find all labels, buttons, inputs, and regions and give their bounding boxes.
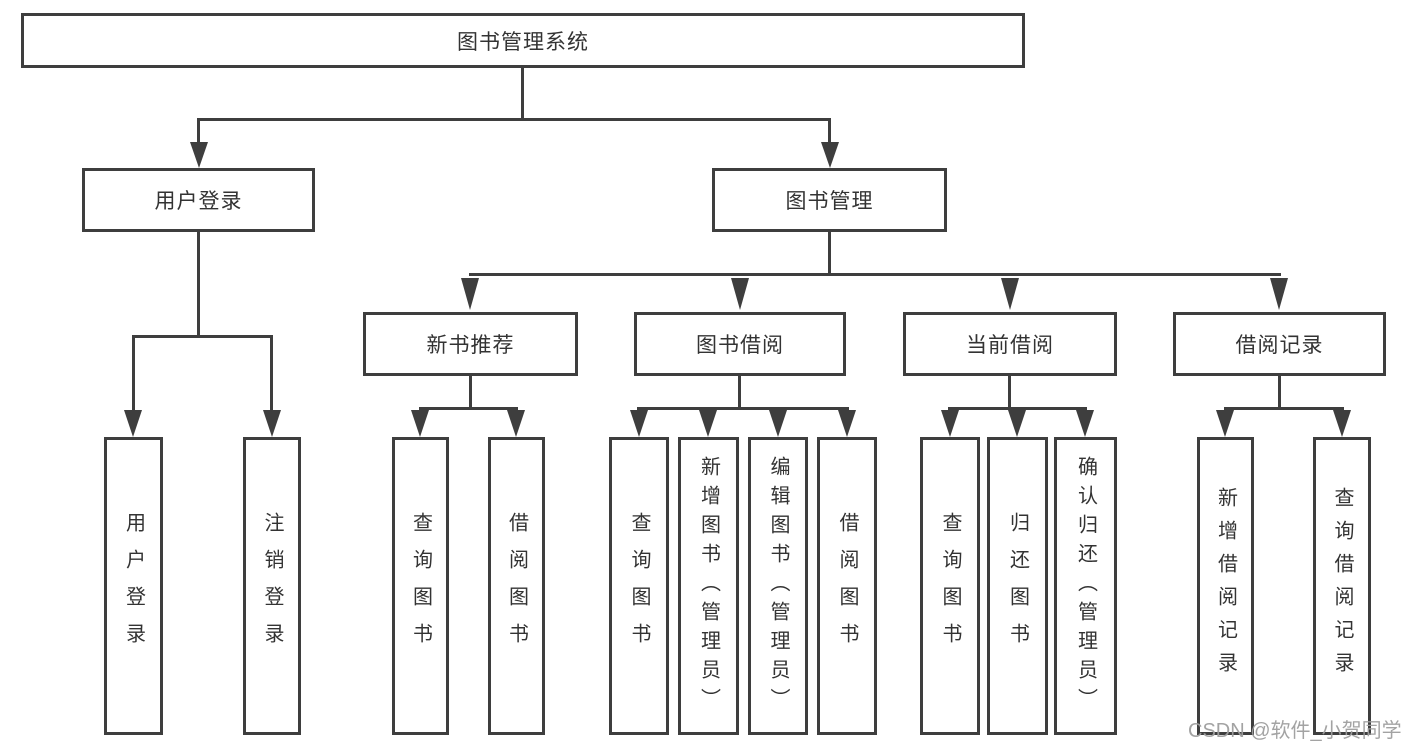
node-current-borrow: 当前借阅 (903, 312, 1117, 376)
node-new-book-recommend: 新书推荐 (363, 312, 578, 376)
node-borrow-books-1: 借阅图书 (488, 437, 545, 735)
connector-current-borrow-rail (948, 407, 1087, 410)
node-query-books-2: 查询图书 (609, 437, 669, 735)
leaf-label: 借阅图书 (505, 512, 528, 660)
arrowhead-return-books (1008, 410, 1026, 437)
leaf-label: 确认归还（管理员） (1074, 455, 1097, 717)
connector-drop-user-login-leaf (132, 335, 135, 410)
arrowhead-book-borrow (731, 278, 749, 310)
node-return-books: 归还图书 (987, 437, 1048, 735)
node-add-borrow-record: 新增借阅记录 (1197, 437, 1254, 735)
csdn-watermark: CSDN @软件_小贺同学 (1188, 720, 1402, 742)
leaf-label: 查询图书 (939, 512, 961, 660)
node-book-management-system: 图书管理系统 (21, 13, 1025, 68)
arrowhead-query-books-c (941, 410, 959, 437)
connector-book-borrow-rail (637, 407, 849, 410)
arrowhead-query-books-a (411, 410, 429, 437)
arrowhead-confirm-return (1076, 410, 1094, 437)
leaf-label: 编辑图书（管理员） (767, 455, 789, 717)
node-query-books-1: 查询图书 (392, 437, 449, 735)
arrowhead-add-books (699, 410, 717, 437)
node-book-management: 图书管理 (712, 168, 947, 232)
arrowhead-query-books-b (630, 410, 648, 437)
connector-current-borrow-stem (1008, 376, 1011, 407)
connector-root-stub (521, 68, 524, 118)
arrowhead-borrow-records (1270, 278, 1288, 310)
connector-level2-rail (197, 118, 831, 121)
arrowhead-borrow-books-a (507, 410, 525, 437)
arrowhead-edit-books (769, 410, 787, 437)
connector-level3-rail (469, 273, 1281, 276)
node-borrow-books-2: 借阅图书 (817, 437, 877, 735)
connector-new-book-stem (469, 376, 472, 407)
leaf-label: 查询借阅记录 (1331, 487, 1353, 685)
arrowhead-user-login-leaf (124, 410, 142, 437)
arrowhead-user-login (190, 142, 208, 168)
arrowhead-book-management (821, 142, 839, 168)
node-edit-books: 编辑图书（管理员） (748, 437, 808, 735)
arrowhead-query-borrow-record (1333, 410, 1351, 437)
node-query-borrow-record: 查询借阅记录 (1313, 437, 1371, 735)
connector-new-book-rail (419, 407, 518, 410)
connector-drop-user-login (197, 118, 200, 144)
leaf-label: 归还图书 (1006, 512, 1029, 660)
node-add-books: 新增图书（管理员） (678, 437, 739, 735)
connector-borrow-records-stem (1278, 376, 1281, 407)
connector-user-login-rail (132, 335, 273, 338)
leaf-label: 查询图书 (409, 512, 432, 660)
leaf-label: 新增借阅记录 (1214, 487, 1237, 685)
connector-book-management-stem (828, 232, 831, 273)
leaf-label: 新增图书（管理员） (697, 455, 720, 717)
node-user-login: 用户登录 (82, 168, 315, 232)
connector-borrow-records-rail (1224, 407, 1344, 410)
node-logout: 注销登录 (243, 437, 301, 735)
arrowhead-add-borrow-record (1216, 410, 1234, 437)
leaf-label: 借阅图书 (836, 512, 858, 660)
connector-drop-book-management (828, 118, 831, 144)
node-query-books-3: 查询图书 (920, 437, 980, 735)
leaf-label: 查询图书 (628, 512, 650, 660)
arrowhead-logout (263, 410, 281, 437)
connector-drop-logout (270, 335, 273, 410)
connector-user-login-stem (197, 232, 200, 335)
node-borrow-records: 借阅记录 (1173, 312, 1386, 376)
node-user-login-leaf: 用户登录 (104, 437, 163, 735)
node-confirm-return: 确认归还（管理员） (1054, 437, 1117, 735)
arrowhead-new-book-recommend (461, 278, 479, 310)
node-book-borrow: 图书借阅 (634, 312, 846, 376)
leaf-label: 注销登录 (261, 512, 283, 660)
arrowhead-current-borrow (1001, 278, 1019, 310)
leaf-label: 用户登录 (122, 512, 145, 660)
arrowhead-borrow-books-b (838, 410, 856, 437)
connector-book-borrow-stem (738, 376, 741, 407)
